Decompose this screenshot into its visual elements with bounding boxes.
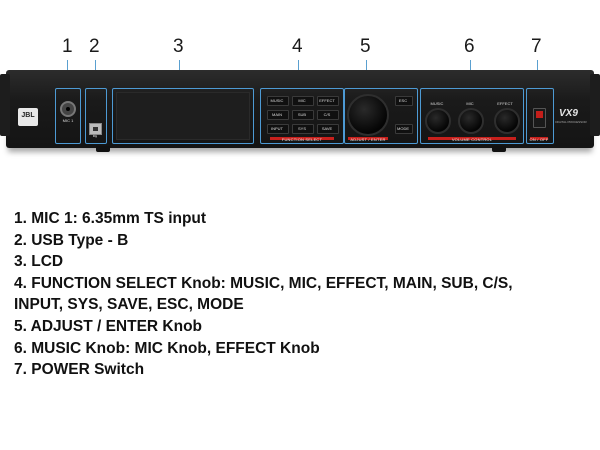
callout-1: 1 <box>62 36 73 57</box>
lcd-display <box>116 92 250 140</box>
effect-knob[interactable] <box>494 108 520 134</box>
mic-knob[interactable] <box>458 108 484 134</box>
button-esc[interactable] <box>395 96 413 106</box>
volume-control-bar <box>428 137 516 140</box>
description-line-4: 4. FUNCTION SELECT Knob: MUSIC, MIC, EFF… <box>14 275 513 292</box>
usb-icon: ⇆ <box>92 134 98 140</box>
button-sys-label: SYS <box>297 126 306 131</box>
adjust-enter-bar <box>348 137 388 140</box>
music-knob-label: MUSIC <box>430 101 444 106</box>
button-esc-label: ESC <box>398 98 408 103</box>
description-line-6: 5. ADJUST / ENTER Knob <box>14 318 203 335</box>
function-select-bar <box>270 137 334 140</box>
music-knob[interactable] <box>425 108 451 134</box>
usb-section <box>85 88 107 144</box>
mic-knob-label: MIC <box>466 101 474 106</box>
button-mode-label: MODE <box>397 126 409 131</box>
callout-4: 4 <box>292 36 303 57</box>
button-music-label: MUSIC <box>270 98 284 103</box>
button-cs[interactable] <box>317 110 339 120</box>
description-line-8: 7. POWER Switch <box>14 361 145 378</box>
effect-knob-label: EFFECT <box>497 101 513 106</box>
callout-7: 7 <box>531 36 542 57</box>
button-main[interactable] <box>267 110 289 120</box>
button-music[interactable] <box>267 96 289 106</box>
power-bar <box>530 137 548 140</box>
adjust-enter-label: ADJUST / ENTER <box>350 137 386 142</box>
callout-3: 3 <box>173 36 184 57</box>
button-effect-label: EFFECT <box>319 98 335 103</box>
brand-logo: JBL <box>18 108 38 126</box>
button-effect[interactable] <box>317 96 339 106</box>
usb-type-b-port[interactable] <box>89 123 102 135</box>
function-select-label: FUNCTION SELECT <box>281 137 323 142</box>
button-mode[interactable] <box>395 124 413 134</box>
function-select-section <box>260 88 344 144</box>
button-sub[interactable] <box>292 110 314 120</box>
description-line-7: 6. MUSIC Knob: MIC Knob, EFFECT Knob <box>14 340 320 357</box>
button-mic[interactable] <box>292 96 314 106</box>
button-cs-label: C/S <box>323 112 331 117</box>
description-line-3: 3. LCD <box>14 253 64 270</box>
rack-ear-left <box>0 74 10 136</box>
power-label: ON / OFF <box>529 137 549 142</box>
processor-front-panel <box>6 70 594 148</box>
button-save-label: SAVE <box>321 126 333 131</box>
button-sys[interactable] <box>292 124 314 134</box>
callout-6: 6 <box>464 36 475 57</box>
button-input-label: INPUT <box>271 126 283 131</box>
adjust-enter-knob[interactable] <box>347 94 389 136</box>
button-main-label: MAIN <box>272 112 282 117</box>
mic-jack[interactable] <box>60 101 76 117</box>
description-line-2: 2. USB Type - B <box>14 232 129 249</box>
foot-left <box>96 146 110 152</box>
button-save[interactable] <box>317 124 339 134</box>
callout-2: 2 <box>89 36 100 57</box>
foot-right <box>492 146 506 152</box>
model-subtitle: DIGITAL PROCESSOR <box>555 120 587 124</box>
button-sub-label: SUB <box>297 112 307 117</box>
description-line-5: INPUT, SYS, SAVE, ESC, MODE <box>14 296 244 313</box>
adjust-enter-section <box>344 88 418 144</box>
rack-ear-right <box>590 74 600 136</box>
model-logo: VX9 <box>559 108 578 119</box>
callout-5: 5 <box>360 36 371 57</box>
power-section <box>526 88 554 144</box>
lcd-section <box>112 88 254 144</box>
mic-input-section <box>55 88 81 144</box>
button-mic-label: MIC <box>298 98 306 103</box>
volume-control-section <box>420 88 524 144</box>
brand-logo-text: JBL <box>21 112 35 119</box>
power-switch[interactable] <box>533 108 546 128</box>
volume-control-label: VOLUME CONTROL <box>451 137 493 142</box>
mic-input-label: MIC 1 <box>62 118 74 123</box>
description-line-1: 1. MIC 1: 6.35mm TS input <box>14 210 207 227</box>
button-input[interactable] <box>267 124 289 134</box>
